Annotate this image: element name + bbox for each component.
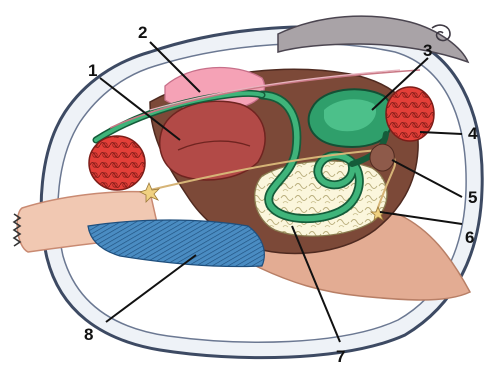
- label-7: 7: [336, 347, 345, 366]
- label-8: 8: [84, 325, 93, 344]
- anterior-adductor-muscle: [89, 136, 145, 190]
- label-5: 5: [468, 188, 477, 207]
- label-3: 3: [423, 41, 432, 60]
- label-1: 1: [88, 61, 97, 80]
- kidney: [370, 144, 394, 171]
- label-4: 4: [468, 124, 478, 143]
- label-2: 2: [138, 23, 147, 42]
- label-6: 6: [465, 228, 474, 247]
